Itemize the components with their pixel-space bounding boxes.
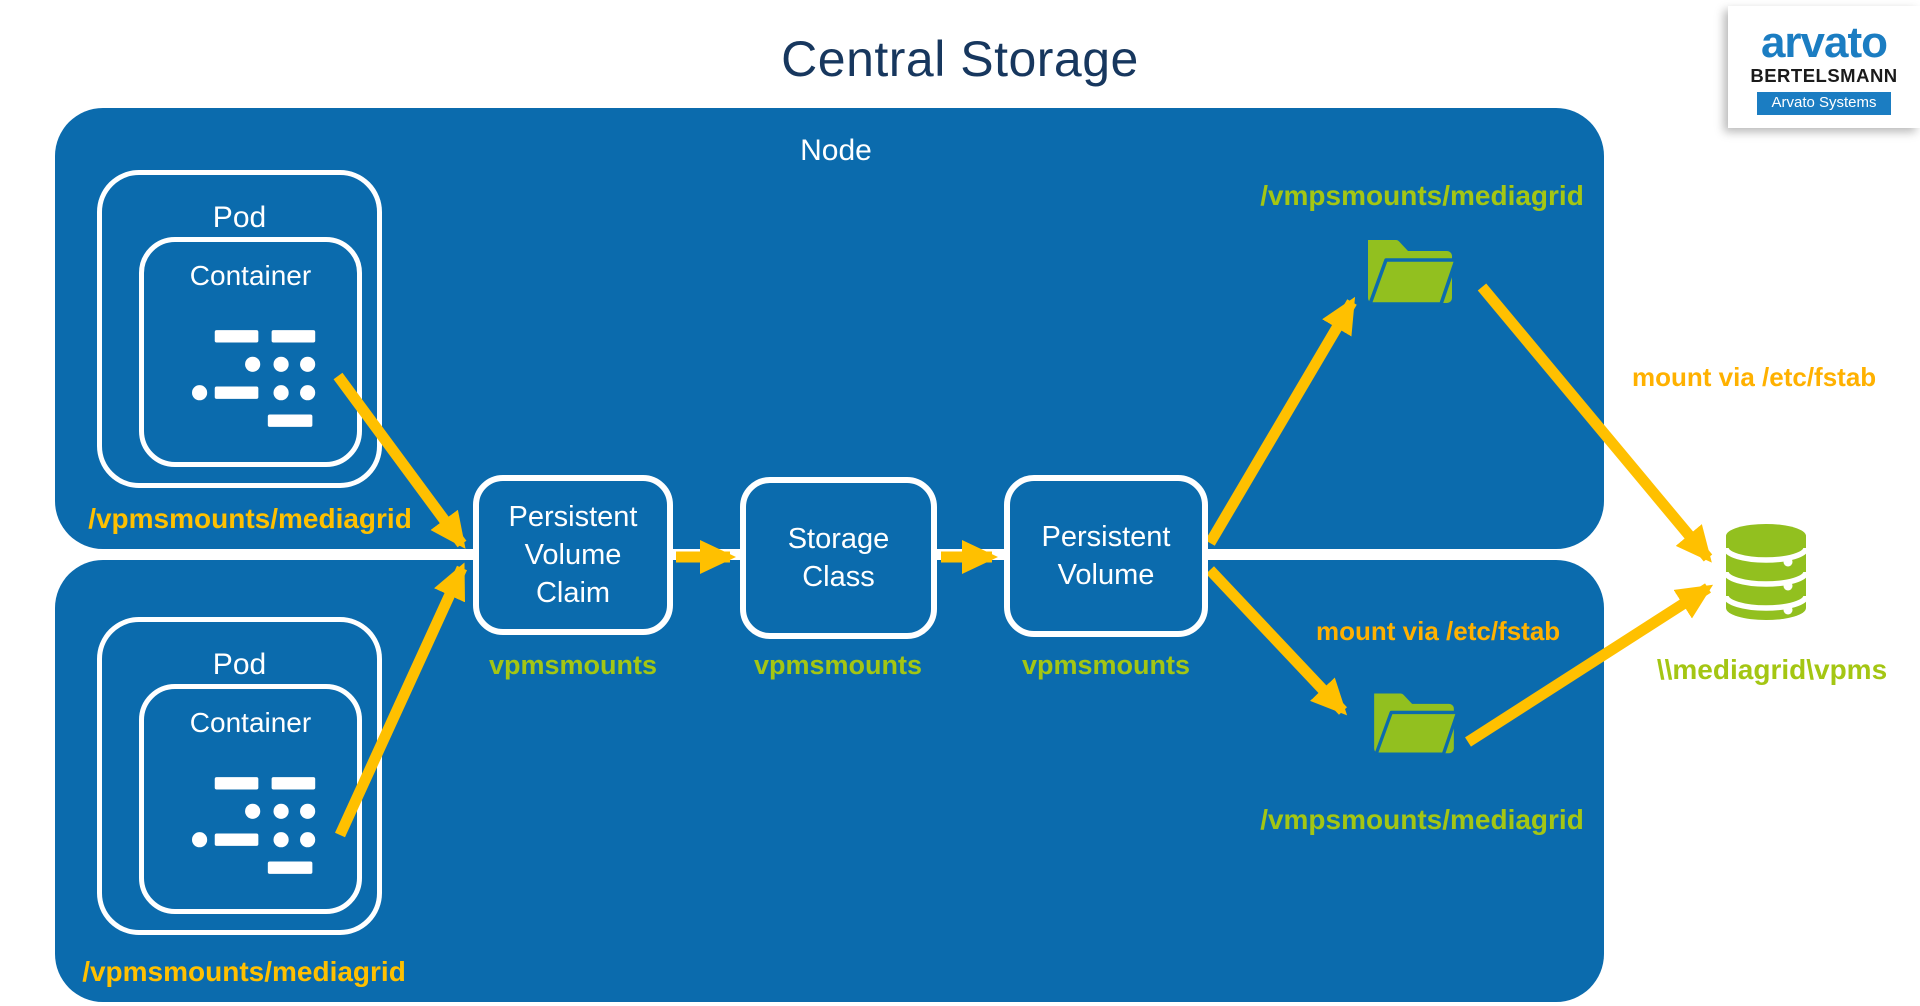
storage-share-label: \\mediagrid\vpms — [1656, 654, 1888, 685]
pvc-volume-name: vpmsmounts — [488, 650, 658, 680]
pv-volume-name: vpmsmounts — [1021, 650, 1191, 680]
container-label: Container — [189, 260, 312, 291]
persistent-volume-claim-box: Persistent Volume Claim — [473, 475, 673, 635]
mount-note-top: mount via /etc/fstab — [1632, 362, 1877, 392]
folder-icon — [1374, 693, 1460, 756]
box-text-line: Persistent — [1041, 521, 1171, 553]
container-box: Container — [139, 684, 362, 914]
logo-brand-text: arvato — [1760, 17, 1888, 67]
mount-path-bottom: /vmpsmounts/mediagrid — [1260, 804, 1584, 835]
mount-path-top: /vmpsmounts/mediagrid — [1260, 180, 1584, 211]
container-icon — [192, 777, 316, 874]
pod-mount-path-bottom: /vpmsmounts/mediagrid — [82, 956, 406, 987]
container-icon — [192, 330, 316, 427]
folder-icon — [1368, 240, 1458, 306]
page-title: Central Storage — [781, 31, 1139, 87]
box-text-line: Storage — [787, 523, 890, 555]
pod-label: Pod — [212, 648, 267, 681]
container-box: Container — [139, 237, 362, 467]
pod-mount-path-top: /vpmsmounts/mediagrid — [88, 503, 412, 534]
storage-class-box: Storage Class — [740, 477, 937, 639]
container-label: Container — [189, 707, 312, 738]
storageclass-volume-name: vpmsmounts — [753, 650, 923, 680]
logo-division-badge: Arvato Systems — [1757, 92, 1891, 116]
mount-note-bottom: mount via /etc/fstab — [1316, 616, 1561, 646]
pod-label: Pod — [212, 201, 267, 234]
database-icon — [1723, 524, 1809, 620]
pod-bottom: Pod Container — [97, 617, 382, 935]
logo-parent-text: BERTELSMANN — [1750, 65, 1898, 87]
box-text-line: Class — [802, 561, 875, 593]
arvato-logo: arvato BERTELSMANN Arvato Systems — [1728, 6, 1920, 128]
box-text-line: Volume — [524, 539, 622, 571]
box-text-line: Volume — [1057, 559, 1155, 591]
persistent-volume-box: Persistent Volume — [1004, 475, 1208, 637]
node-label: Node — [800, 134, 872, 167]
pod-top: Pod Container — [97, 170, 382, 488]
box-text-line: Persistent — [508, 501, 638, 533]
box-text-line: Claim — [535, 577, 611, 609]
